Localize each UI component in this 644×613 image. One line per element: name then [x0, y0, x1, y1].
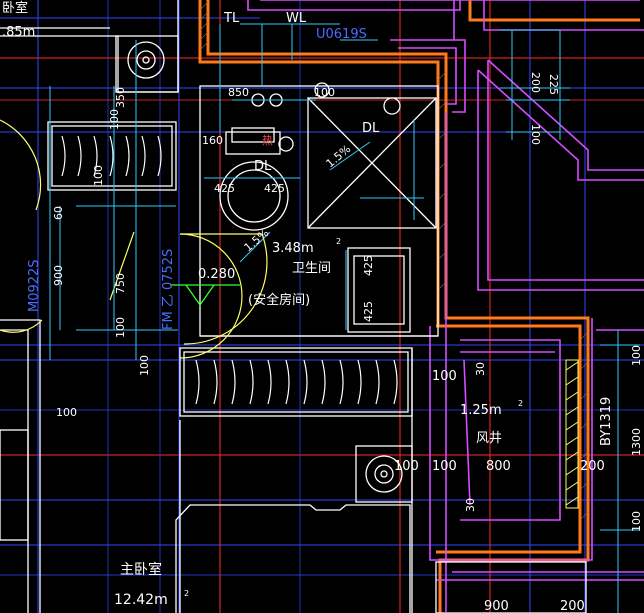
- shaft-area: 1.25m: [460, 403, 502, 418]
- wall-hatch: [199, 1, 589, 521]
- fixtures: [0, 0, 587, 613]
- magenta-walls: [247, 0, 644, 612]
- dim-bottom-900: 900: [484, 599, 509, 613]
- heater-label: 热: [262, 134, 273, 147]
- door-tag-left: M0922S: [27, 259, 42, 312]
- bathroom-area-sup: 2: [336, 237, 341, 246]
- dl-toilet-label: DL: [254, 159, 272, 174]
- pipe-label-wl: WL: [286, 11, 307, 26]
- master-bedroom-area: 12.42m: [114, 592, 168, 608]
- shaft-tag: BY1319: [599, 397, 614, 446]
- dim-750: 750: [114, 273, 127, 294]
- pipe-label-tl: TL: [223, 11, 240, 26]
- shaft-name: 风井: [476, 431, 502, 446]
- door-tag-top: U0619S: [316, 27, 367, 42]
- dim-basin-425b: 425: [362, 301, 375, 322]
- shaft-area-sup: 2: [518, 399, 523, 408]
- dim-shaft-200: 200: [580, 459, 605, 474]
- area-label-top-left: .85m: [2, 25, 35, 40]
- dim-left-100c: 100: [114, 317, 127, 338]
- dim-shaft-30b: 30: [464, 498, 477, 512]
- dim-left-100e: 100: [56, 406, 77, 419]
- dim-right-100: 100: [529, 124, 542, 145]
- dim-left-100d: 100: [138, 355, 151, 376]
- master-bedroom-name: 主卧室: [120, 561, 162, 578]
- master-bedroom-area-sup: 2: [184, 589, 189, 598]
- dim-left-100b: 100: [92, 165, 105, 186]
- dim-shaft-100b: 100: [394, 459, 419, 474]
- dim-top-100: 100: [314, 86, 335, 99]
- bathroom-name: 卫生间: [292, 261, 331, 276]
- dim-vanity-425b: 425: [264, 182, 285, 195]
- dim-60: 60: [52, 206, 65, 220]
- door-tag-main: FM 乙 0752S: [161, 249, 176, 330]
- dim-850: 850: [228, 86, 249, 99]
- dim-bottom-200: 200: [560, 599, 585, 613]
- dim-900: 900: [52, 265, 65, 286]
- wardrobe-hangers: [61, 135, 398, 405]
- dl-shower-label: DL: [362, 121, 380, 136]
- dim-shaft-100c: 100: [432, 459, 457, 474]
- elevation-marker: [170, 284, 240, 307]
- dim-160: 160: [202, 134, 223, 147]
- dim-shaft-30a: 30: [474, 362, 487, 376]
- dim-shaft-100a: 100: [432, 369, 457, 384]
- dim-vanity-425a: 425: [214, 182, 235, 195]
- dim-shaft-800: 800: [486, 459, 511, 474]
- floor-mark: 0.280: [198, 267, 235, 282]
- dim-far-right-100b: 100: [630, 511, 643, 532]
- bathroom-area: 3.48m: [272, 241, 314, 256]
- dim-right-200: 200: [529, 72, 542, 93]
- dimension-lines: [49, 23, 640, 613]
- room-label-top-left: 卧室: [2, 0, 28, 16]
- dim-far-right-100a: 100: [630, 345, 643, 366]
- dim-350: 350: [114, 87, 127, 108]
- shaft-window: [565, 359, 579, 509]
- dim-basin-425a: 425: [362, 255, 375, 276]
- dim-right-225: 225: [547, 74, 560, 95]
- dim-left-100a: 100: [108, 109, 121, 130]
- safe-room-label: (安全房间): [248, 292, 310, 308]
- dim-far-right-1300: 1300: [630, 428, 643, 456]
